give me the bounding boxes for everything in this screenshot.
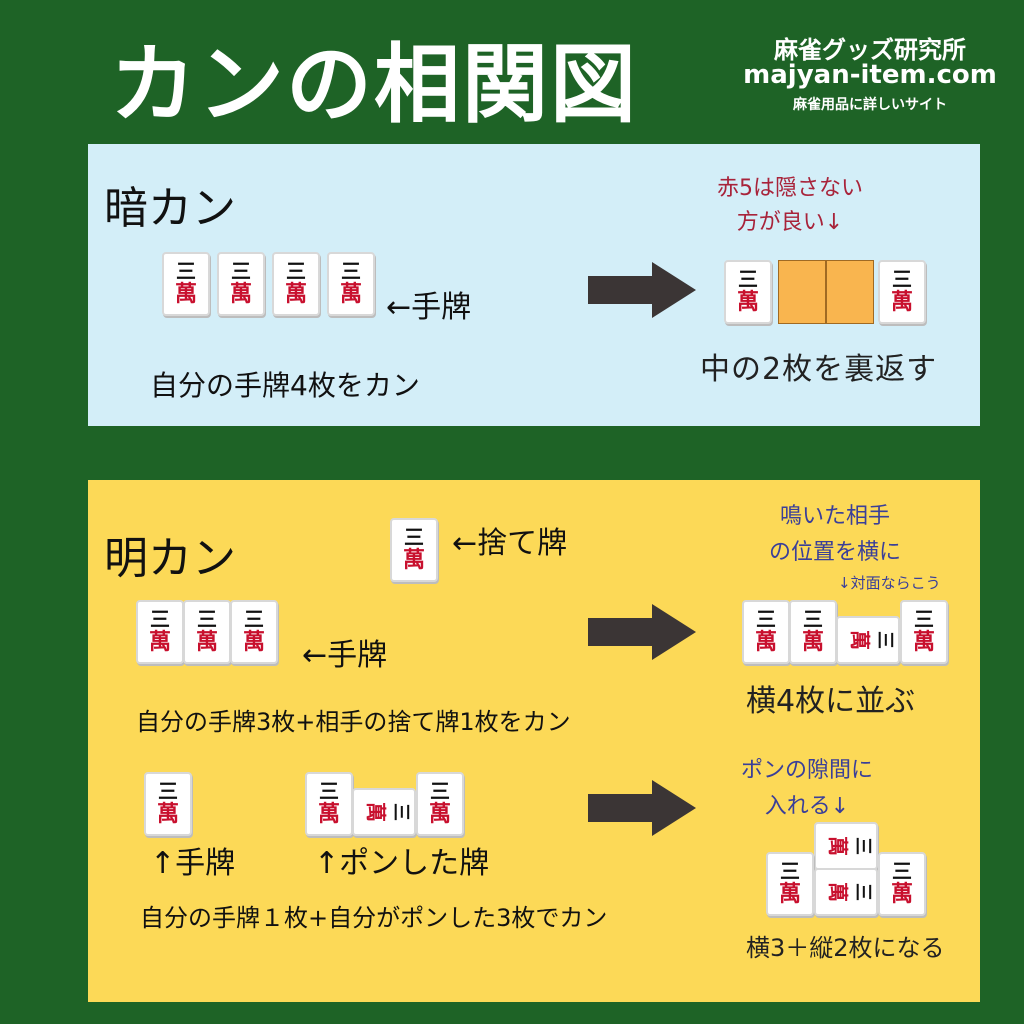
minkan-caption: 自分の手牌3枚+相手の捨て牌1枚をカン — [136, 708, 571, 736]
tile-number: 三 — [852, 883, 873, 901]
tile-number: 三 — [244, 607, 264, 631]
tile-suit: 萬 — [778, 882, 801, 907]
tile-suit: 萬 — [195, 630, 218, 655]
tile-number: 三 — [341, 259, 361, 283]
tile-suit: 萬 — [339, 282, 362, 307]
ankan-hand-label: ←手牌 — [386, 290, 472, 325]
sideways-tile: 三萬 — [836, 616, 900, 664]
manzu-3-tile: 三萬 — [230, 600, 278, 664]
tile-number: 三 — [176, 259, 196, 283]
manzu-3-tile: 三萬 — [789, 600, 837, 664]
tile-suit: 萬 — [890, 290, 913, 315]
site-url: majyan-item.com — [743, 60, 997, 90]
kakan-note-line1: ポンの隙間に — [740, 758, 873, 783]
kakan-pon-label: ↑ポンした牌 — [314, 846, 490, 881]
tile-suit: 萬 — [174, 282, 197, 307]
manzu-3-tile: 三萬 — [217, 252, 265, 316]
tile-suit: 萬 — [826, 882, 850, 902]
tile-number: 三 — [404, 525, 424, 549]
sideways-tile: 三萬 — [352, 788, 416, 836]
right-arrow-icon — [588, 262, 696, 318]
tile-number: 三 — [231, 259, 251, 283]
tile-number: 三 — [756, 607, 776, 631]
ankan-red-note-line2: 方が良い↓ — [736, 210, 844, 235]
minkan-hand-label: ←手牌 — [302, 638, 388, 673]
tile-number: 三 — [319, 779, 339, 803]
manzu-3-tile: 三萬 — [327, 252, 375, 316]
tile-number: 三 — [914, 607, 934, 631]
tile-number: 三 — [852, 837, 873, 855]
sideways-tile: 三萬 — [814, 868, 878, 916]
ankan-caption: 自分の手牌4枚をカン — [150, 369, 420, 402]
tile-number: 三 — [874, 631, 895, 649]
tile-number: 三 — [197, 607, 217, 631]
manzu-3-tile: 三萬 — [272, 252, 320, 316]
tile-suit: 萬 — [912, 630, 935, 655]
tile-suit: 萬 — [736, 290, 759, 315]
minkan-note-line2: の位置を横に — [768, 540, 901, 565]
tile-number: 三 — [892, 859, 912, 883]
hand-tile: 三萬 — [144, 772, 192, 836]
manzu-3-tile: 三萬 — [878, 260, 926, 324]
kakan-note-line2: 入れる↓ — [764, 794, 850, 819]
minkan-result: 横4枚に並ぶ — [746, 684, 916, 719]
manzu-3-tile: 三萬 — [900, 600, 948, 664]
minkan-discard-label: ←捨て牌 — [452, 526, 568, 561]
tile-suit: 萬 — [317, 802, 340, 827]
minkan-note-line1: 鳴いた相手 — [779, 504, 890, 529]
tile-suit: 萬 — [284, 282, 307, 307]
kakan-hand-label: ↑手牌 — [150, 846, 236, 881]
tile-suit: 萬 — [428, 802, 451, 827]
manzu-3-tile: 三萬 — [136, 600, 184, 664]
ankan-result: 中の2枚を裏返す — [700, 352, 938, 387]
manzu-3-tile: 三萬 — [878, 852, 926, 916]
tile-suit: 萬 — [242, 630, 265, 655]
tile-number: 三 — [738, 267, 758, 291]
tile-back — [826, 260, 874, 324]
manzu-3-tile: 三萬 — [305, 772, 353, 836]
sideways-tile: 三萬 — [814, 822, 878, 870]
tile-suit: 萬 — [156, 802, 179, 827]
minkan-note-line3: ↓対面ならこう — [838, 574, 941, 592]
tile-number: 三 — [780, 859, 800, 883]
tile-back — [778, 260, 826, 324]
site-name: 麻雀グッズ研究所 — [774, 36, 966, 64]
manzu-3-tile: 三萬 — [162, 252, 210, 316]
manzu-3-tile: 三萬 — [742, 600, 790, 664]
tile-number: 三 — [430, 779, 450, 803]
kakan-caption: 自分の手牌１枚+自分がポンした3枚でカン — [140, 904, 608, 932]
tile-number: 三 — [286, 259, 306, 283]
tile-suit: 萬 — [848, 630, 872, 650]
tile-number: 三 — [150, 607, 170, 631]
manzu-3-tile: 三萬 — [724, 260, 772, 324]
tile-suit: 萬 — [364, 802, 388, 822]
kakan-result: 横3＋縦2枚になる — [746, 934, 945, 962]
tile-number: 三 — [390, 803, 411, 821]
manzu-3-tile: 三萬 — [416, 772, 464, 836]
page-title: カンの相関図 — [110, 35, 638, 135]
tile-suit: 萬 — [229, 282, 252, 307]
manzu-3-tile: 三萬 — [766, 852, 814, 916]
ankan-red-note-line1: 赤5は隠さない — [717, 176, 863, 201]
manzu-3-tile: 三萬 — [183, 600, 231, 664]
tile-number: 三 — [803, 607, 823, 631]
minkan-heading: 明カン — [104, 533, 236, 584]
site-tagline: 麻雀用品に詳しいサイト — [793, 97, 947, 113]
tile-number: 三 — [892, 267, 912, 291]
right-arrow-icon — [588, 604, 696, 660]
tile-suit: 萬 — [890, 882, 913, 907]
tile-suit: 萬 — [148, 630, 171, 655]
right-arrow-icon — [588, 780, 696, 836]
tile-suit: 萬 — [826, 836, 850, 856]
tile-suit: 萬 — [754, 630, 777, 655]
tile-number: 三 — [158, 779, 178, 803]
tile-suit: 萬 — [801, 630, 824, 655]
tile-suit: 萬 — [402, 548, 425, 573]
discard-tile: 三萬 — [390, 518, 438, 582]
ankan-heading: 暗カン — [104, 183, 236, 234]
